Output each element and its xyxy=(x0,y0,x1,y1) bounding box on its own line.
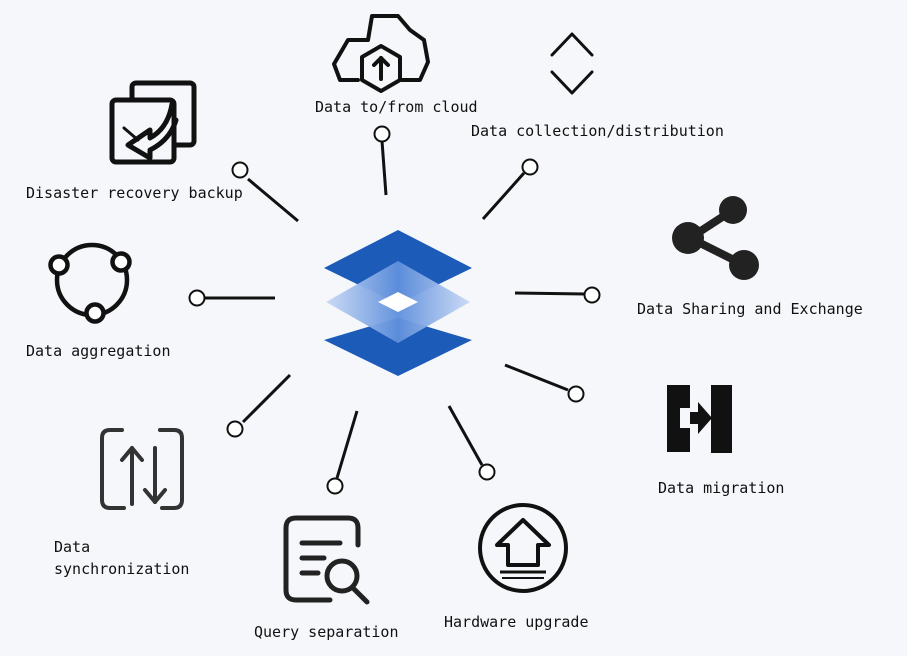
label-data-migration: Data migration xyxy=(658,479,785,497)
label-data-cloud: Data to/from cloud xyxy=(315,98,478,116)
connector-cloud xyxy=(380,140,388,196)
endpoint-sharing xyxy=(583,286,601,304)
endpoint-cloud xyxy=(373,125,391,143)
upgrade-arrow-icon xyxy=(478,503,568,593)
label-query-separation: Query separation xyxy=(254,623,399,641)
endpoint-migration xyxy=(567,385,585,403)
endpoint-backup xyxy=(231,161,249,179)
label-data-aggregation: Data aggregation xyxy=(26,342,171,360)
connector-query xyxy=(335,410,359,479)
connector-sharing xyxy=(514,291,586,296)
connectors xyxy=(205,140,586,479)
endpoint-query xyxy=(326,477,344,495)
connector-migration xyxy=(504,363,569,392)
share-icon xyxy=(672,196,759,280)
label-hardware-upgrade: Hardware upgrade xyxy=(444,613,589,631)
sync-arrows-icon xyxy=(100,428,184,510)
endpoint-hardware xyxy=(478,463,496,481)
recovery-backup-icon xyxy=(109,80,197,165)
connector-collection xyxy=(481,172,526,220)
connector-hardware xyxy=(447,405,484,466)
label-data-sharing: Data Sharing and Exchange xyxy=(637,300,863,318)
chevron-up-down-icon xyxy=(550,32,594,95)
endpoint-collection xyxy=(521,158,539,176)
endpoint-sync xyxy=(226,420,244,438)
endpoint-aggregation xyxy=(188,289,206,307)
migration-icon xyxy=(667,385,732,453)
document-search-icon xyxy=(283,515,370,605)
layers-stack-icon xyxy=(324,230,472,376)
label-data-sync: Data synchronization xyxy=(54,538,190,578)
label-data-collection: Data collection/distribution xyxy=(471,122,724,140)
label-disaster-backup: Disaster recovery backup xyxy=(26,184,243,202)
cloud-upload-icon xyxy=(332,14,430,93)
aggregation-nodes-icon xyxy=(48,242,132,324)
connector-sync xyxy=(241,373,292,424)
connector-backup xyxy=(247,177,299,223)
